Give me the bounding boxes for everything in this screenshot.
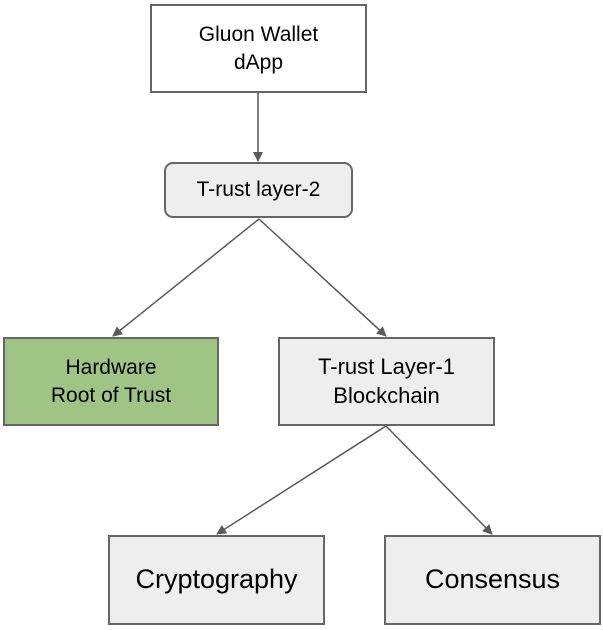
node-label: Cryptography	[135, 564, 298, 595]
node-label: T-rust layer-2	[196, 178, 321, 202]
node-cryptography: Cryptography	[108, 535, 325, 625]
edge-l2-to-l1	[258, 218, 387, 337]
edge-l1-to-cons	[385, 425, 493, 535]
node-gluon-wallet-dapp: Gluon Wallet dApp	[150, 4, 367, 93]
node-label: T-rust Layer-1 Blockchain	[318, 353, 455, 408]
edge-l1-to-crypto	[216, 425, 387, 535]
node-trust-layer-1-blockchain: T-rust Layer-1 Blockchain	[278, 337, 495, 426]
node-label: Hardware Root of Trust	[50, 356, 172, 407]
edge-l2-to-hw	[112, 218, 260, 337]
node-consensus: Consensus	[384, 535, 601, 625]
node-trust-layer-2: T-rust layer-2	[164, 162, 353, 218]
node-label: Gluon Wallet dApp	[198, 23, 319, 74]
node-label: Consensus	[424, 564, 561, 595]
node-hardware-root-of-trust: Hardware Root of Trust	[3, 337, 219, 426]
